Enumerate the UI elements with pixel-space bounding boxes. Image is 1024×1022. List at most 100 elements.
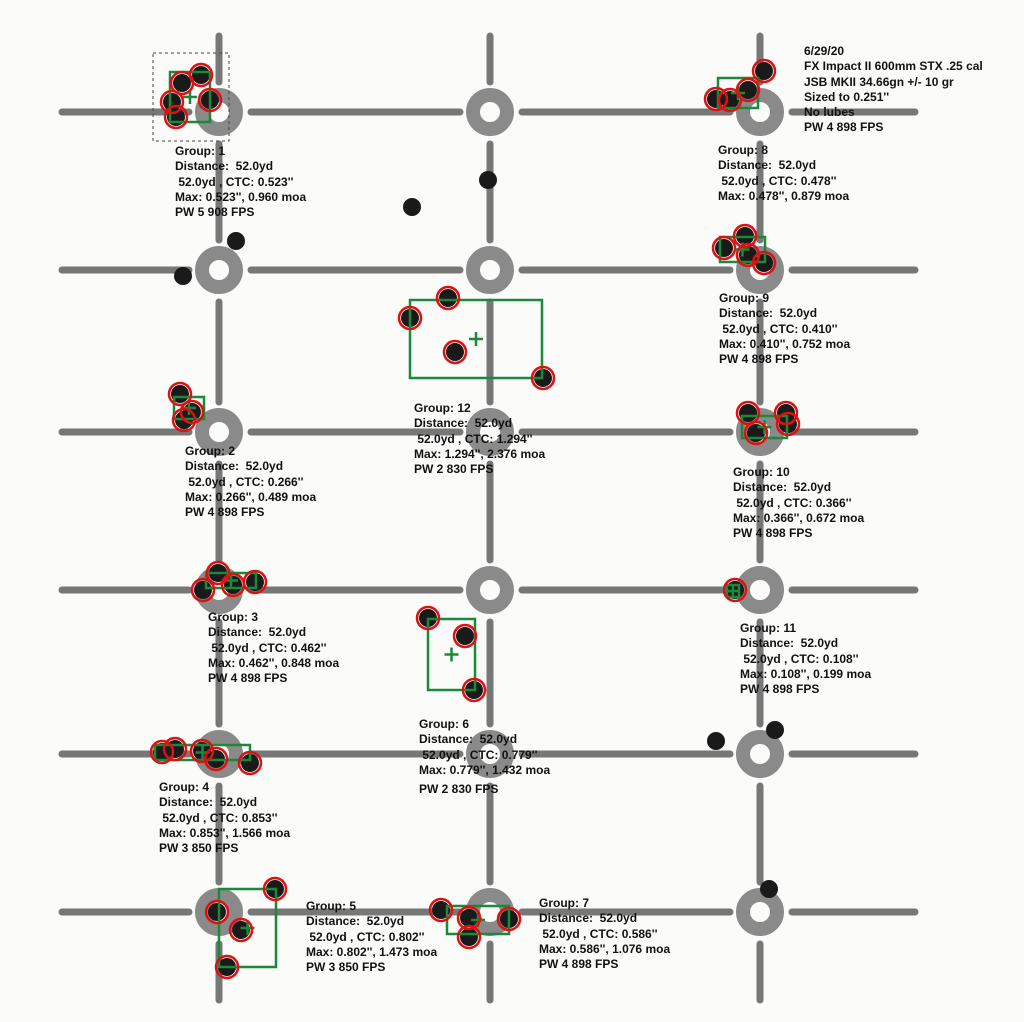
group-label-2: Group: 2 Distance: 52.0yd 52.0yd , CTC: … bbox=[185, 444, 316, 520]
shot-marker bbox=[732, 223, 758, 249]
shot-hole bbox=[241, 754, 259, 772]
group-max: Max: 0.586'', 1.076 moa bbox=[539, 941, 671, 956]
shot-hole bbox=[460, 928, 478, 946]
shot-marker bbox=[751, 58, 777, 84]
group-max: Max: 0.266'', 0.489 moa bbox=[185, 489, 317, 504]
group-title: Group: 11 bbox=[740, 621, 797, 635]
shot-marker bbox=[220, 572, 246, 598]
group-ctc: 52.0yd , CTC: 0.586'' bbox=[539, 926, 658, 941]
group-distance: Distance: 52.0yd bbox=[306, 914, 405, 929]
group-distance: Distance: 52.0yd bbox=[733, 480, 832, 495]
aim-ring bbox=[736, 888, 784, 936]
group-label-7: Group: 7 Distance: 52.0yd 52.0yd , CTC: … bbox=[539, 896, 670, 972]
group-title: Group: 6 bbox=[419, 717, 469, 731]
stray-shot-hole bbox=[403, 198, 421, 216]
session-rifle: FX Impact II 600mm STX .25 cal bbox=[804, 59, 983, 74]
group-title: Group: 2 bbox=[185, 444, 235, 458]
group-ctc: 52.0yd , CTC: 0.478'' bbox=[718, 173, 837, 188]
shot-marker bbox=[214, 954, 240, 980]
aim-ring bbox=[736, 88, 784, 136]
shot-marker bbox=[435, 285, 461, 311]
group-distance: Distance: 52.0yd bbox=[414, 416, 513, 431]
shot-marker bbox=[167, 381, 193, 407]
group-power: PW 4 898 FPS bbox=[539, 957, 619, 972]
aim-ring bbox=[736, 566, 784, 614]
shot-marker bbox=[735, 242, 761, 268]
shot-marker bbox=[163, 104, 189, 130]
group-distance: Distance: 52.0yd bbox=[175, 159, 274, 174]
shot-marker bbox=[169, 70, 195, 96]
shot-marker bbox=[717, 87, 743, 113]
group-distance: Distance: 52.0yd bbox=[719, 306, 818, 321]
group-power: PW 3 850 FPS bbox=[306, 960, 386, 975]
stray-shot-hole bbox=[227, 232, 245, 250]
group-ctc: 52.0yd , CTC: 0.853'' bbox=[159, 810, 278, 825]
group-label-11: Group: 11 Distance: 52.0yd 52.0yd , CTC:… bbox=[740, 621, 871, 697]
group-power: PW 5 908 FPS bbox=[175, 205, 255, 220]
shot-hole bbox=[460, 909, 478, 927]
shot-marker bbox=[205, 560, 231, 586]
group-title: Group: 9 bbox=[719, 291, 769, 305]
group-title: Group: 3 bbox=[208, 610, 258, 624]
session-date: 6/29/20 bbox=[804, 44, 845, 58]
shot-marker bbox=[262, 876, 288, 902]
aim-ring bbox=[466, 246, 514, 294]
shot-hole bbox=[739, 404, 757, 422]
group-max: Max: 0.478'', 0.879 moa bbox=[718, 188, 850, 203]
shot-marker bbox=[179, 399, 205, 425]
shot-marker bbox=[775, 411, 801, 437]
shot-marker bbox=[415, 605, 441, 631]
group-box bbox=[408, 298, 544, 380]
group-label-1: Group: 1 Distance: 52.0yd 52.0yd , CTC: … bbox=[175, 144, 306, 220]
shot-hole bbox=[432, 901, 450, 919]
group-title: Group: 8 bbox=[718, 143, 768, 157]
session-pellet: JSB MKII 34.66gn +/- 10 gr bbox=[804, 74, 954, 89]
shot-marker bbox=[171, 407, 197, 433]
group-ctc: 52.0yd , CTC: 0.266'' bbox=[185, 474, 304, 489]
shot-marker bbox=[197, 87, 223, 113]
group-max: Max: 0.523'', 0.960 moa bbox=[175, 189, 307, 204]
group-ctc: 52.0yd , CTC: 0.523'' bbox=[175, 174, 294, 189]
group-max: Max: 0.802'', 1.473 moa bbox=[306, 944, 438, 959]
shot-hole bbox=[755, 62, 773, 80]
aim-ring bbox=[195, 246, 243, 294]
group-distance: Distance: 52.0yd bbox=[185, 459, 284, 474]
shot-hole bbox=[171, 385, 189, 403]
group-ctc: 52.0yd , CTC: 1.294'' bbox=[414, 431, 533, 446]
session-info: 6/29/20 FX Impact II 600mm STX .25 cal J… bbox=[804, 44, 983, 136]
group-label-5: Group: 5 Distance: 52.0yd 52.0yd , CTC: … bbox=[306, 899, 437, 975]
shot-marker bbox=[190, 577, 216, 603]
group-label-8: Group: 8 Distance: 52.0yd 52.0yd , CTC: … bbox=[718, 143, 849, 204]
shot-marker bbox=[773, 400, 799, 426]
session-lube: No lubes bbox=[804, 105, 855, 120]
group-title: Group: 10 bbox=[733, 465, 790, 479]
group-ctc: 52.0yd , CTC: 0.410'' bbox=[719, 321, 838, 336]
shot-marker bbox=[189, 738, 215, 764]
group-power: PW 3 850 FPS bbox=[159, 841, 239, 856]
shot-hole bbox=[439, 289, 457, 307]
group-ctc: 52.0yd , CTC: 0.366'' bbox=[733, 495, 852, 510]
shot-hole bbox=[232, 921, 250, 939]
shot-marker bbox=[428, 897, 454, 923]
group-ctc: 52.0yd , CTC: 0.779'' bbox=[419, 747, 538, 762]
group-max: Max: 0.108'', 0.199 moa bbox=[740, 666, 872, 681]
group-ctc: 52.0yd , CTC: 0.462'' bbox=[208, 640, 327, 655]
group-max: Max: 0.366'', 0.672 moa bbox=[733, 510, 865, 525]
shot-marker bbox=[703, 86, 729, 112]
group-max: Max: 0.779'', 1.432 moa bbox=[419, 762, 551, 777]
group-title: Group: 12 bbox=[414, 401, 471, 415]
shot-hole bbox=[446, 343, 464, 361]
stray-shot-hole bbox=[479, 171, 497, 189]
shot-hole bbox=[456, 627, 474, 645]
shot-marker bbox=[204, 899, 230, 925]
shot-hole bbox=[194, 581, 212, 599]
group-title: Group: 7 bbox=[539, 896, 589, 910]
shot-marker bbox=[442, 339, 468, 365]
session-sizing: Sized to 0.251'' bbox=[804, 89, 890, 104]
group-box bbox=[172, 395, 206, 421]
aim-ring bbox=[736, 730, 784, 778]
group-power: PW 4 898 FPS bbox=[733, 526, 813, 541]
group-label-4: Group: 4 Distance: 52.0yd 52.0yd , CTC: … bbox=[159, 780, 290, 856]
group-box bbox=[217, 887, 278, 969]
group-label-9: Group: 9 Distance: 52.0yd 52.0yd , CTC: … bbox=[719, 291, 850, 367]
